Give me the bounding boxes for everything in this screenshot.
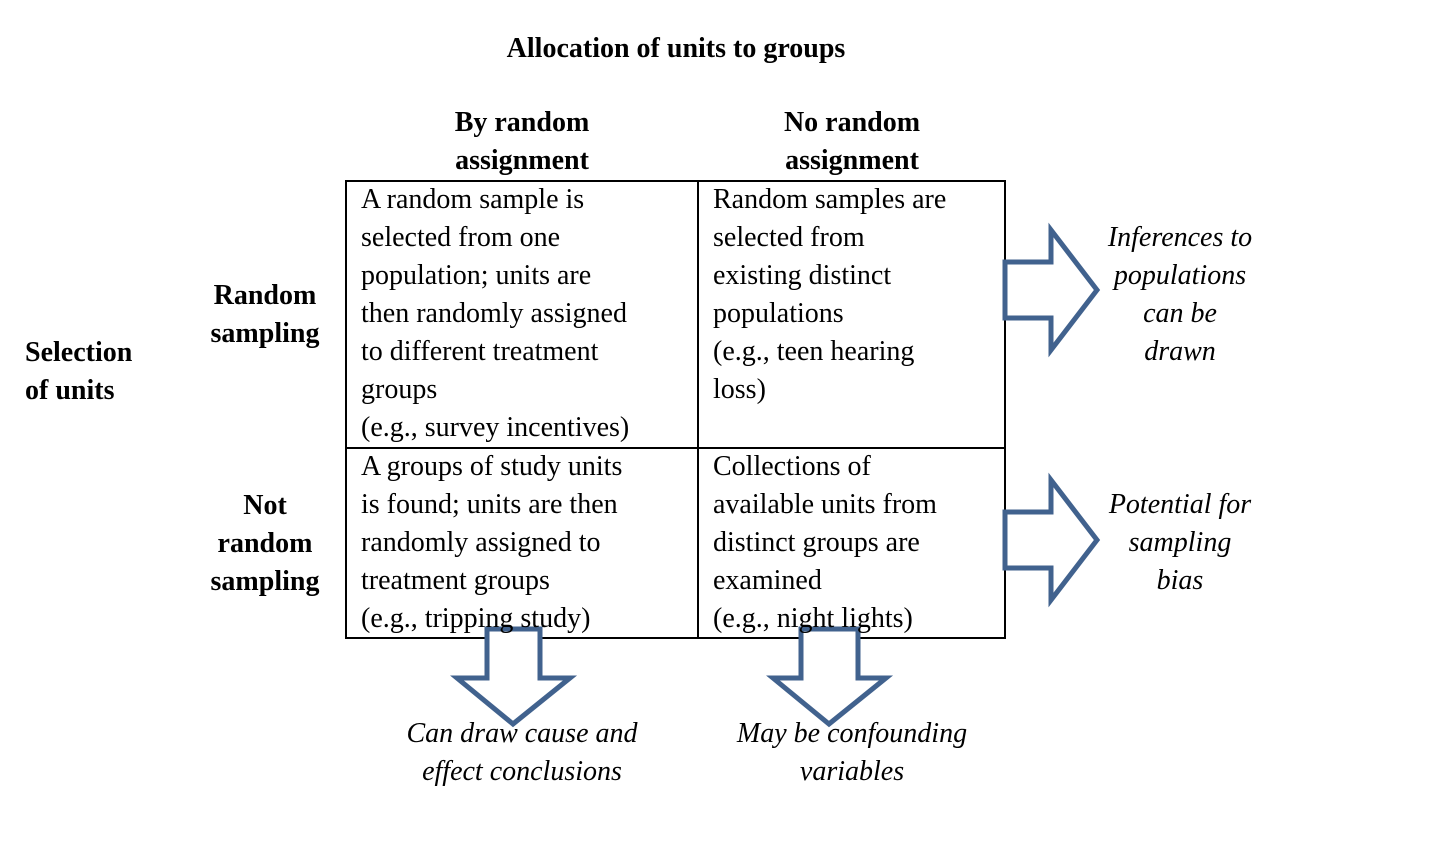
cell-line: A groups of study units [361,451,623,482]
note-line: Potential for [1108,489,1252,520]
row-header-line: random [217,528,313,559]
row-header-line: Not [243,490,287,521]
cell-line: (e.g., survey incentives) [361,412,630,443]
down-arrow-icon [766,626,894,728]
selection-label-line: Selection [25,337,133,368]
note-line: May be confounding [736,718,968,749]
cell-line: distinct groups are [713,527,920,558]
note-line: Inferences to [1107,222,1253,253]
right-arrow-icon [1002,472,1101,608]
note-line: bias [1156,565,1204,596]
cell-line: available units from [713,489,937,520]
column-header-line: assignment [785,145,919,176]
cell-line: population; units are [361,260,592,291]
note-line: can be [1143,298,1217,329]
note-inferences-to-populations: Inferences to populations can be drawn [1075,219,1285,371]
note-line: variables [799,756,905,787]
cell-random-sampling-no-random-assignment: Random samples are selected from existin… [713,181,946,409]
selection-label-line: of units [25,375,115,406]
note-line: populations [1113,260,1247,291]
cell-not-random-sampling-no-random-assignment: Collections of available units from dist… [713,448,937,638]
cell-line: to different treatment [361,336,599,367]
column-header-random-assignment: By random assignment [372,104,672,180]
column-header-line: By random [454,107,590,138]
cell-line: randomly assigned to [361,527,601,558]
cell-not-random-sampling-random-assignment: A groups of study units is found; units … [361,448,622,638]
row-header-line: Random [213,280,317,311]
cell-line: is found; units are then [361,489,618,520]
note-line: effect conclusions [422,756,622,787]
cell-line: (e.g., night lights) [713,603,913,634]
table-grid [345,180,1006,639]
cell-random-sampling-random-assignment: A random sample is selected from one pop… [361,181,629,447]
row-header-random-sampling: Random sampling [190,277,340,353]
diagram-title: Allocation of units to groups [506,33,846,64]
column-header-line: assignment [455,145,589,176]
cell-line: selected from [713,222,865,253]
cell-line: A random sample is [361,184,585,215]
table-border [345,180,1006,639]
cell-line: (e.g., teen hearing [713,336,915,367]
selection-of-units-label: Selection of units [25,334,185,410]
cell-line: (e.g., tripping study) [361,603,591,634]
note-line: Can draw cause and [406,718,638,749]
cell-line: Collections of [713,451,871,482]
note-potential-sampling-bias: Potential for sampling bias [1075,486,1285,600]
cell-line: populations [713,298,844,329]
row-header-line: sampling [210,566,320,597]
cell-line: selected from one [361,222,561,253]
cell-line: loss) [713,374,766,405]
cell-line: existing distinct [713,260,892,291]
row-header-line: sampling [210,318,320,349]
cell-line: treatment groups [361,565,550,596]
cell-line: Random samples are [713,184,947,215]
row-header-not-random-sampling: Not random sampling [190,487,340,601]
cell-line: then randomly assigned [361,298,627,329]
note-cause-and-effect: Can draw cause and effect conclusions [362,715,682,791]
note-line: drawn [1144,336,1216,367]
column-header-no-random-assignment: No random assignment [702,104,1002,180]
note-confounding-variables: May be confounding variables [692,715,1012,791]
note-line: sampling [1128,527,1232,558]
cell-line: examined [713,565,822,596]
cell-line: groups [361,374,438,405]
column-header-line: No random [783,107,921,138]
down-arrow-icon [450,626,578,728]
right-arrow-icon [1002,222,1101,358]
